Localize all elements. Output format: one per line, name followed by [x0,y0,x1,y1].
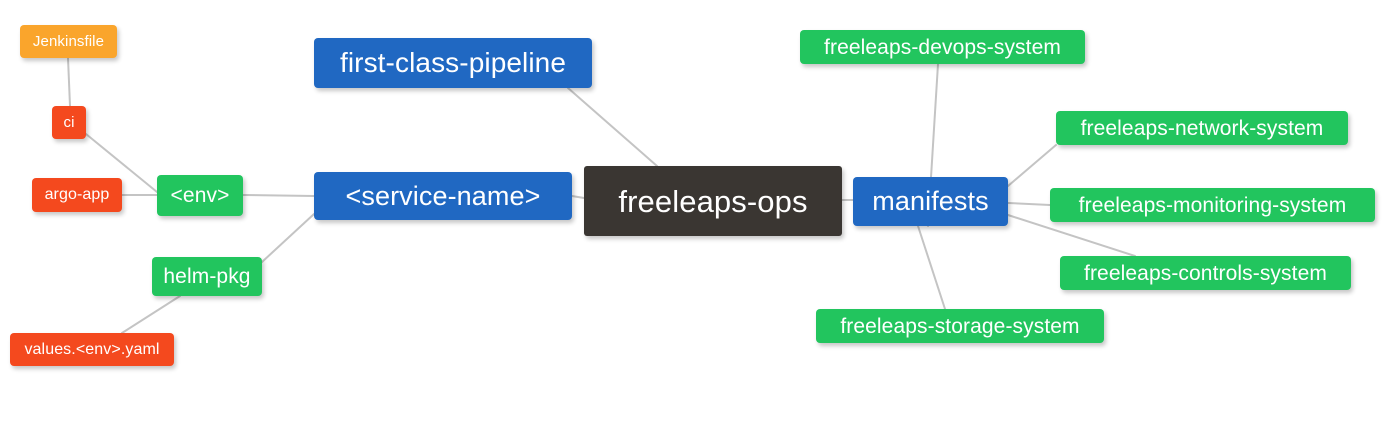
edge-service-name-to-helm-pkg [261,213,315,263]
edge-first-class-pipeline-to-freeleaps-ops [567,87,658,167]
node-freeleaps-devops-system[interactable]: freeleaps-devops-system [800,30,1085,64]
node-env[interactable]: <env> [157,175,243,216]
node-helm-pkg[interactable]: helm-pkg [152,257,262,296]
node-first-class-pipeline[interactable]: first-class-pipeline [314,38,592,88]
node-values-env-yaml[interactable]: values.<env>.yaml [10,333,174,366]
node-freeleaps-monitoring-system[interactable]: freeleaps-monitoring-system [1050,188,1375,222]
edge-manifests-to-freeleaps-network-system [1007,144,1057,187]
node-freeleaps-storage-system[interactable]: freeleaps-storage-system [816,309,1104,343]
edge-service-name-to-freeleaps-ops [571,195,585,199]
edge-env-to-service-name [242,194,315,197]
node-jenkinsfile[interactable]: Jenkinsfile [20,25,117,58]
node-freeleaps-network-system[interactable]: freeleaps-network-system [1056,111,1348,145]
node-ci[interactable]: ci [52,106,86,139]
node-manifests[interactable]: manifests [853,177,1008,226]
edge-manifests-to-freeleaps-monitoring-system [1007,202,1051,206]
edge-manifests-to-freeleaps-storage-system [917,225,946,310]
node-service-name[interactable]: <service-name> [314,172,572,220]
edge-jenkinsfile-to-ci [67,57,71,107]
node-freeleaps-ops[interactable]: freeleaps-ops [584,166,842,236]
node-freeleaps-controls-system[interactable]: freeleaps-controls-system [1060,256,1351,290]
edge-helm-pkg-to-values-env-yaml [121,295,181,334]
node-argo-app[interactable]: argo-app [32,178,122,212]
